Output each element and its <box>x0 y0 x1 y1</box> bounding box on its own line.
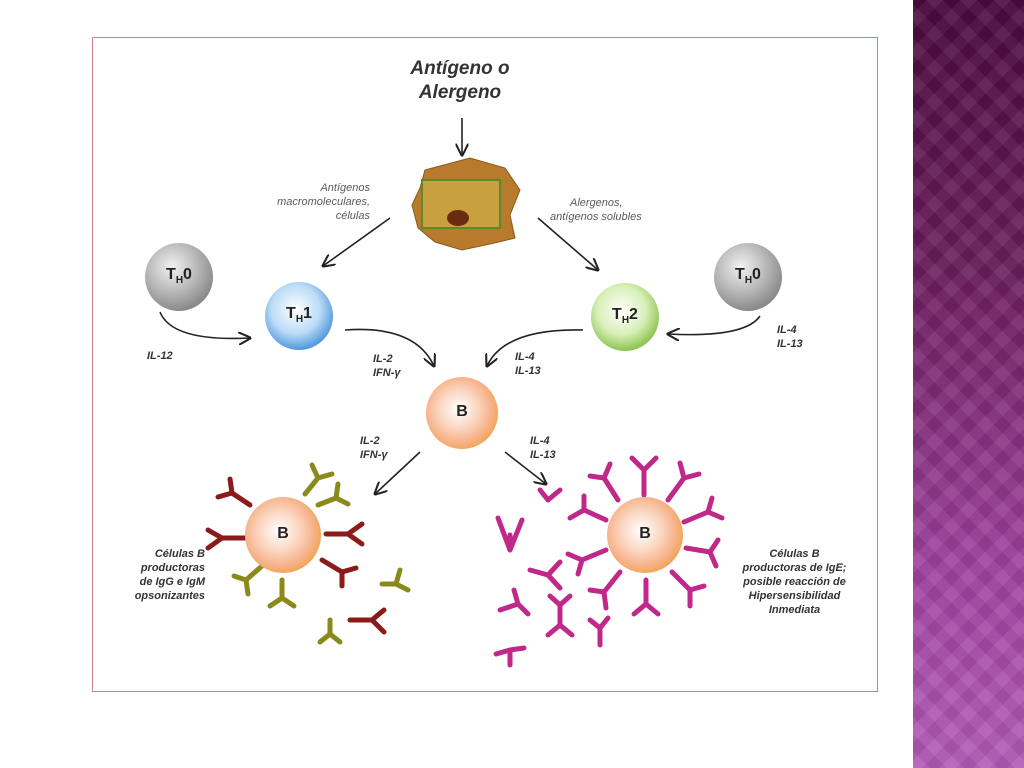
right-pathway-line-1: Alergenos, <box>570 197 623 209</box>
arrows <box>159 118 761 494</box>
diagram-title: Antígeno o Alergeno <box>380 57 540 105</box>
b-right-cytokine-2: IL-13 <box>530 449 556 461</box>
b-left-cytokines: IL-2 IFN-γ <box>360 434 388 462</box>
b-right-cytokines: IL-4 IL-13 <box>530 434 556 462</box>
outcome-right-line-3: posible reacción de <box>743 576 846 588</box>
outcome-right-line-1: Células B <box>769 548 820 560</box>
decorative-side-panel <box>913 0 1024 768</box>
immune-response-diagram <box>145 118 782 668</box>
b-cell-left <box>245 497 321 573</box>
outcome-left-line-4: opsonizantes <box>134 590 205 602</box>
left-pathway-line-3: células <box>335 210 370 222</box>
th2-cell <box>591 283 659 351</box>
th0-right-cytokine-1: IL-4 <box>777 324 797 336</box>
th0-right-cytokines: IL-4 IL-13 <box>777 323 803 351</box>
th1-cytokine-1: IL-2 <box>373 353 393 365</box>
left-pathway-label: Antígenos macromoleculares, células <box>250 181 370 223</box>
th0-right-label: TH0 <box>735 266 761 287</box>
il12-label: IL-12 <box>147 350 173 362</box>
th2-cytokine-1: IL-4 <box>515 351 535 363</box>
th0-left-label: TH0 <box>166 266 192 287</box>
slide-frame <box>92 37 878 692</box>
title-line-1: Antígeno o <box>410 58 510 79</box>
outcome-left-text: Células B productoras de IgG e IgM opson… <box>100 547 205 603</box>
outcome-right-text: Células B productoras de IgE; posible re… <box>722 547 867 617</box>
outcome-left-line-3: de IgG e IgM <box>139 576 205 588</box>
th0-left-cell <box>145 243 213 311</box>
th0-right-cell <box>714 243 782 311</box>
b-left-cytokine-1: IL-2 <box>360 435 380 447</box>
b-left-label: B <box>277 525 289 542</box>
right-pathway-label: Alergenos, antígenos solubles <box>550 196 690 224</box>
b-cell-center <box>426 377 498 449</box>
b-left-cytokine-2: IFN-γ <box>360 449 388 461</box>
outcome-right-line-5: Inmediata <box>768 604 821 616</box>
b-right-label: B <box>639 525 651 542</box>
outcome-right-line-4: Hipersensibilidad <box>748 590 841 602</box>
left-pathway-line-2: macromoleculares, <box>277 196 370 208</box>
left-pathway-line-1: Antígenos <box>320 182 370 194</box>
th2-cytokine-2: IL-13 <box>515 365 541 377</box>
th2-cytokines: IL-4 IL-13 <box>515 350 541 378</box>
outcome-left-line-1: Células B <box>154 548 205 560</box>
th1-cell <box>265 282 333 350</box>
th1-cytokine-2: IFN-γ <box>373 367 401 379</box>
outcome-left-line-2: productoras <box>140 562 205 574</box>
th1-cytokines: IL-2 IFN-γ <box>373 352 401 380</box>
outcome-right-line-2: productoras de IgE; <box>742 562 847 574</box>
b-right-cytokine-1: IL-4 <box>530 435 550 447</box>
right-pathway-line-2: antígenos solubles <box>550 211 642 223</box>
b-center-label: B <box>456 403 468 420</box>
title-line-2: Alergeno <box>418 82 502 103</box>
th2-label: TH2 <box>612 306 638 327</box>
th0-right-cytokine-2: IL-13 <box>777 338 803 350</box>
ige-antibodies <box>493 455 725 668</box>
antigen-presenting-cell <box>411 157 521 251</box>
b-cell-right <box>607 497 683 573</box>
th1-label: TH1 <box>286 305 312 326</box>
igg-igm-antibodies <box>205 462 411 645</box>
